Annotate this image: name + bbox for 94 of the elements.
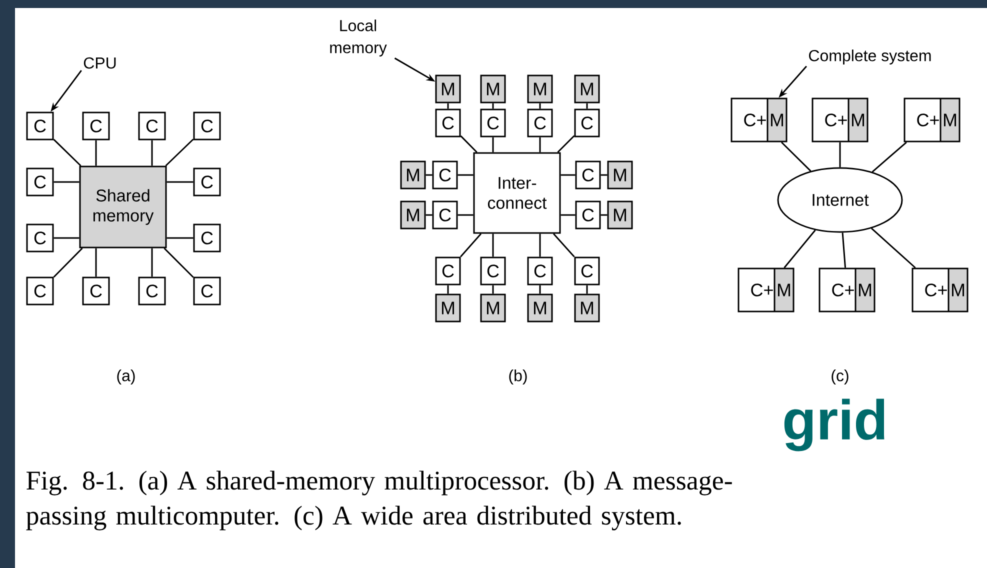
connector-line	[872, 142, 907, 172]
connector-line	[842, 232, 846, 268]
connector-line	[458, 174, 474, 176]
connector-line	[560, 214, 576, 216]
cpu-box: C	[574, 108, 600, 138]
connector-line	[458, 214, 474, 216]
connector-line	[560, 174, 576, 176]
cpu-box: C	[480, 108, 506, 138]
connector-line	[600, 174, 608, 176]
cpu-box: C	[432, 160, 458, 190]
callout-label: CPU	[84, 57, 116, 69]
connector-line	[539, 285, 541, 294]
cpu-box: C	[193, 276, 221, 306]
connector-line	[586, 285, 588, 294]
connector-line	[784, 230, 816, 268]
connector-line	[539, 103, 541, 109]
computer-box: C+ M	[738, 268, 794, 312]
callout-label: Complete system	[809, 50, 931, 64]
cpu-box: C	[575, 160, 601, 190]
connector-line	[151, 248, 153, 277]
connector-line	[781, 142, 812, 172]
connector-line	[539, 234, 541, 257]
memory-box: M	[574, 294, 600, 322]
memory-box: M	[527, 294, 553, 322]
memory-box: M	[400, 160, 426, 190]
connector-line	[870, 228, 916, 268]
panel-label: (c)	[832, 370, 848, 384]
title-text: grid	[784, 398, 884, 452]
cpu-box: C	[26, 276, 54, 306]
computer-box: C+ M	[812, 98, 868, 142]
connector-line	[539, 137, 541, 152]
cpu-box: C	[432, 200, 458, 230]
connector-line	[151, 140, 153, 166]
connector-line	[586, 103, 588, 109]
connector-line	[447, 285, 449, 294]
shared-memory-box: Shared memory	[79, 166, 167, 248]
cpu-box: C	[480, 256, 506, 286]
connector-line	[492, 285, 494, 294]
cpu-box: C	[82, 276, 110, 306]
connector-line	[492, 103, 494, 109]
connector-line	[426, 174, 432, 176]
computer-box: C+ M	[818, 268, 876, 312]
connector-line	[426, 214, 432, 216]
connector-line	[164, 248, 194, 278]
memory-box: M	[400, 200, 426, 230]
connector-line	[54, 181, 80, 183]
panel-label: (b)	[509, 370, 527, 384]
connector-line	[165, 138, 194, 166]
memory-box: M	[435, 74, 461, 104]
cpu-box: C	[82, 112, 110, 140]
connector-line	[460, 233, 482, 258]
connector-line	[839, 142, 841, 168]
cpu-box: C	[574, 256, 600, 286]
connector-line	[166, 237, 194, 239]
cpu-box: C	[435, 256, 461, 286]
memory-box: M	[435, 294, 461, 322]
cpu-box: C	[26, 168, 54, 196]
callout-label: Local memory	[330, 20, 387, 56]
cpu-box: C	[138, 276, 166, 306]
computer-box: C+ M	[730, 98, 788, 142]
figure-caption: Fig. 8-1. (a) A shared-memory multiprocessor. (b) A message-passing multicomputer. (c) A wide area distributed system.	[26, 470, 732, 530]
connector-line	[460, 135, 478, 153]
interconnect-box: Inter- connect	[473, 152, 561, 234]
computer-box: C+ M	[912, 268, 968, 312]
panel-label: (a)	[117, 370, 135, 384]
connector-line	[492, 234, 494, 257]
memory-box: M	[607, 200, 633, 230]
cpu-box: C	[138, 112, 166, 140]
connector-line	[54, 237, 80, 239]
cpu-box: C	[527, 256, 553, 286]
computer-box: C+ M	[904, 98, 960, 142]
connector-line	[53, 138, 82, 166]
cpu-box: C	[193, 168, 221, 196]
connector-line	[53, 248, 83, 278]
cpu-box: C	[26, 224, 54, 252]
cpu-box: C	[193, 112, 221, 140]
memory-box: M	[574, 74, 600, 104]
cpu-box: C	[193, 224, 221, 252]
connector-line	[600, 214, 608, 216]
cpu-box: C	[435, 108, 461, 138]
connector-line	[553, 233, 575, 258]
connector-line	[447, 103, 449, 109]
memory-box: M	[480, 74, 506, 104]
cpu-box: C	[575, 200, 601, 230]
cpu-box: C	[527, 108, 553, 138]
connector-line	[95, 140, 97, 166]
connector-line	[492, 137, 494, 152]
cpu-box: C	[26, 112, 54, 140]
memory-box: M	[527, 74, 553, 104]
connector-line	[557, 135, 575, 153]
memory-box: M	[480, 294, 506, 322]
memory-box: M	[607, 160, 633, 190]
connector-line	[95, 248, 97, 277]
connector-line	[166, 181, 194, 183]
